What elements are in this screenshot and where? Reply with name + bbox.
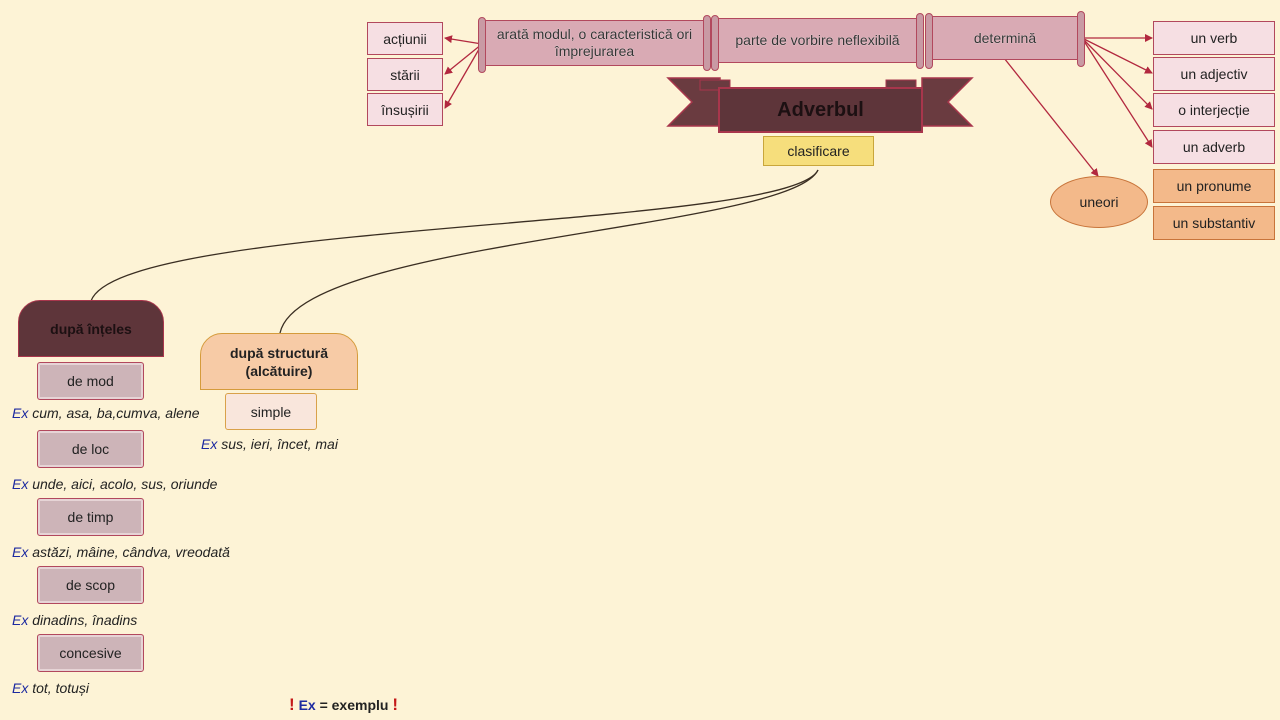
target-noun: un substantiv (1153, 206, 1275, 240)
type-de-timp: de timp (37, 498, 144, 536)
example-de-mod: Ex cum, asa, ba,cumva, alene (12, 405, 200, 421)
type-simple: simple (225, 393, 317, 430)
ex-marker: Ex (12, 680, 29, 696)
type-de-scop: de scop (37, 566, 144, 604)
by-structure-line2: (alcătuire) (245, 362, 313, 379)
example-text: tot, totuși (32, 680, 90, 696)
example-concesive: Ex tot, totuși (12, 680, 89, 696)
shows-arrows (444, 35, 483, 109)
exclamation-icon: ! (289, 695, 295, 714)
ex-marker: Ex (12, 405, 29, 421)
ex-marker: Ex (12, 476, 29, 492)
sometimes-oval: uneori (1050, 176, 1148, 228)
scroll-shows: arată modul, o caracteristică ori împrej… (478, 15, 711, 73)
ex-marker: Ex (12, 612, 29, 628)
exclamation-icon: ! (392, 695, 399, 714)
classification-box: clasificare (763, 136, 874, 166)
target-actiunii: acțiunii (367, 22, 443, 55)
example-text: sus, ieri, încet, mai (221, 436, 338, 452)
example-text: cum, asa, ba,cumva, alene (32, 405, 200, 421)
legend-text: = exemplu (319, 697, 389, 713)
type-de-mod: de mod (37, 362, 144, 400)
ex-marker: Ex (201, 436, 218, 452)
by-structure-line1: după structură (229, 344, 328, 361)
target-adverb: un adverb (1153, 130, 1275, 164)
classification-curves (90, 169, 819, 334)
page-title: Adverbul (718, 87, 923, 133)
example-text: unde, aici, acolo, sus, oriunde (32, 476, 218, 492)
example-text: dinadins, înadins (32, 612, 138, 628)
ex-marker: Ex (12, 544, 29, 560)
target-adjective: un adjectiv (1153, 57, 1275, 91)
by-structure-header: după structură (alcătuire) (200, 333, 358, 390)
example-text: astăzi, mâine, cândva, vreodată (32, 544, 230, 560)
target-insusirii: însușirii (367, 93, 443, 126)
target-verb: un verb (1153, 21, 1275, 55)
legend-note: ! Ex = exemplu ! (289, 695, 398, 715)
type-concesive: concesive (37, 634, 144, 672)
by-meaning-header: după înțeles (18, 300, 164, 357)
example-de-scop: Ex dinadins, înadins (12, 612, 137, 628)
example-de-loc: Ex unde, aici, acolo, sus, oriunde (12, 476, 217, 492)
scroll-part-of-speech: parte de vorbire neflexibilă (711, 13, 924, 71)
target-pronoun: un pronume (1153, 169, 1275, 203)
type-de-loc: de loc (37, 430, 144, 468)
scroll-determines: determină (925, 11, 1085, 69)
target-starii: stării (367, 58, 443, 91)
legend-ex: Ex (298, 697, 316, 713)
example-simple: Ex sus, ieri, încet, mai (201, 436, 338, 452)
example-de-timp: Ex astăzi, mâine, cândva, vreodată (12, 544, 230, 560)
target-interjection: o interjecție (1153, 93, 1275, 127)
